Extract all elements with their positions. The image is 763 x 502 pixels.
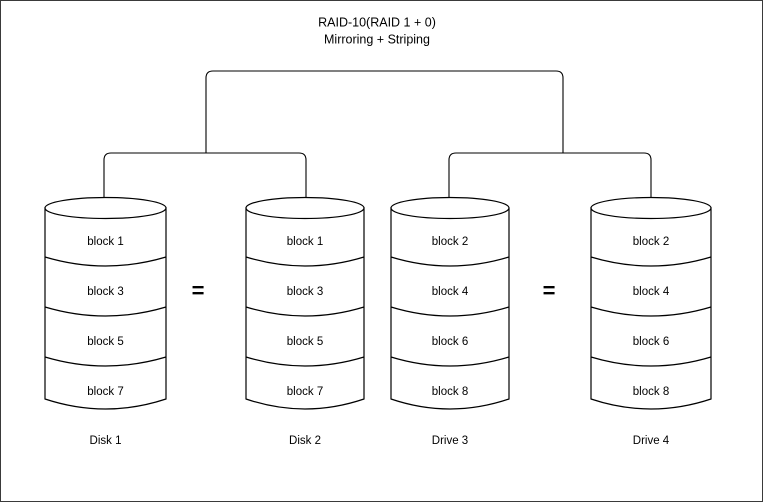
disk-cylinder-2: block 1 block 3 block 5 block 7 Disk 2 [245, 196, 365, 447]
disk-1-block-3: block 5 [87, 336, 123, 348]
disk-1-block-4: block 7 [87, 386, 123, 398]
disk-4-block-3: block 6 [633, 336, 669, 348]
disk-3-block-1: block 2 [432, 236, 468, 248]
disk-1-label: Disk 1 [90, 435, 122, 447]
disk-cylinder-3: block 2 block 4 block 6 block 8 Drive 3 [390, 196, 510, 447]
disk-2-divider-2 [245, 306, 365, 317]
disk-2-block-3: block 5 [287, 336, 323, 348]
disk-2-divider-3 [245, 356, 365, 367]
disk-2-block-1: block 1 [287, 236, 323, 248]
disk-4-block-2: block 4 [633, 286, 670, 298]
disk-3-block-2: block 4 [432, 286, 469, 298]
disk-2-top-ellipse [245, 196, 365, 220]
disk-3-divider-1 [390, 256, 510, 267]
disk-3-body [390, 207, 510, 410]
right-mirror-bracket [448, 152, 652, 201]
disk-4-top-ellipse [590, 196, 712, 220]
disk-cylinder-1: block 1 block 3 block 5 block 7 Disk 1 [44, 196, 167, 447]
left-mirror-bracket [103, 152, 307, 201]
disk-2-block-4: block 7 [287, 386, 323, 398]
disk-3-label: Drive 3 [432, 435, 468, 447]
disk-1-body [44, 207, 167, 410]
disk-3-block-3: block 6 [432, 336, 468, 348]
disk-3-divider-3 [390, 356, 510, 367]
disk-3-divider-2 [390, 306, 510, 317]
disk-1-divider-3 [44, 356, 167, 367]
disk-3-block-4: block 8 [432, 386, 468, 398]
disk-3-top-ellipse [390, 196, 510, 220]
diagram-title-line2: Mirroring + Striping [324, 32, 430, 46]
disk-4-divider-2 [590, 306, 712, 317]
disk-4-body [590, 207, 712, 410]
disk-1-top-ellipse [44, 196, 167, 220]
mirror-equals-sign-right: = [543, 278, 556, 303]
disk-1-block-1: block 1 [87, 236, 123, 248]
disk-4-block-4: block 8 [633, 386, 669, 398]
disk-1-divider-2 [44, 306, 167, 317]
disk-2-body [245, 207, 365, 410]
disk-2-block-2: block 3 [287, 286, 323, 298]
mirror-equals-sign-left: = [192, 278, 205, 303]
diagram-title-line1: RAID-10(RAID 1 + 0) [318, 15, 436, 29]
root-connector-bracket [205, 70, 564, 153]
disk-4-divider-1 [590, 256, 712, 267]
disk-4-label: Drive 4 [633, 435, 670, 447]
disk-cylinder-4: block 2 block 4 block 6 block 8 Drive 4 [590, 196, 712, 447]
disk-4-block-1: block 2 [633, 236, 669, 248]
disk-1-divider-1 [44, 256, 167, 267]
disk-2-divider-1 [245, 256, 365, 267]
disk-4-divider-3 [590, 356, 712, 367]
disk-1-block-2: block 3 [87, 286, 123, 298]
disk-2-label: Disk 2 [289, 435, 321, 447]
